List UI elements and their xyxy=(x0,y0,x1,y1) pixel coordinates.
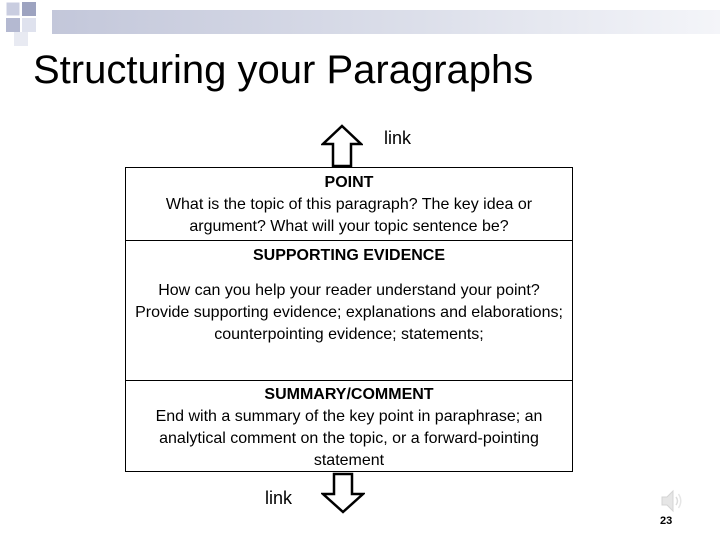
decorative-squares xyxy=(5,1,36,46)
link-label-top: link xyxy=(384,128,412,148)
point-section: POINT What is the topic of this paragrap… xyxy=(126,172,572,240)
point-heading: POINT xyxy=(324,174,374,191)
point-text: What is the topic of this paragraph? The… xyxy=(165,196,533,235)
speaker-icon[interactable] xyxy=(660,488,684,514)
summary-text: End with a summary of the key point in p… xyxy=(155,408,543,469)
supporting-evidence-heading: SUPPORTING EVIDENCE xyxy=(252,247,446,264)
supporting-evidence-text: How can you help your reader understand … xyxy=(135,282,563,343)
down-arrow-icon xyxy=(321,472,365,514)
up-arrow-icon xyxy=(321,124,363,168)
page-number: 23 xyxy=(660,515,673,527)
slide-title: Structuring your Paragraphs xyxy=(33,48,534,92)
summary-section: SUMMARY/COMMENT End with a summary of th… xyxy=(126,380,572,471)
paragraph-structure-box: POINT What is the topic of this paragrap… xyxy=(125,167,573,472)
link-label-bottom: link xyxy=(265,488,293,508)
header-decoration-bar xyxy=(52,10,720,34)
supporting-evidence-section: SUPPORTING EVIDENCE How can you help you… xyxy=(126,240,572,380)
summary-heading: SUMMARY/COMMENT xyxy=(264,386,434,403)
